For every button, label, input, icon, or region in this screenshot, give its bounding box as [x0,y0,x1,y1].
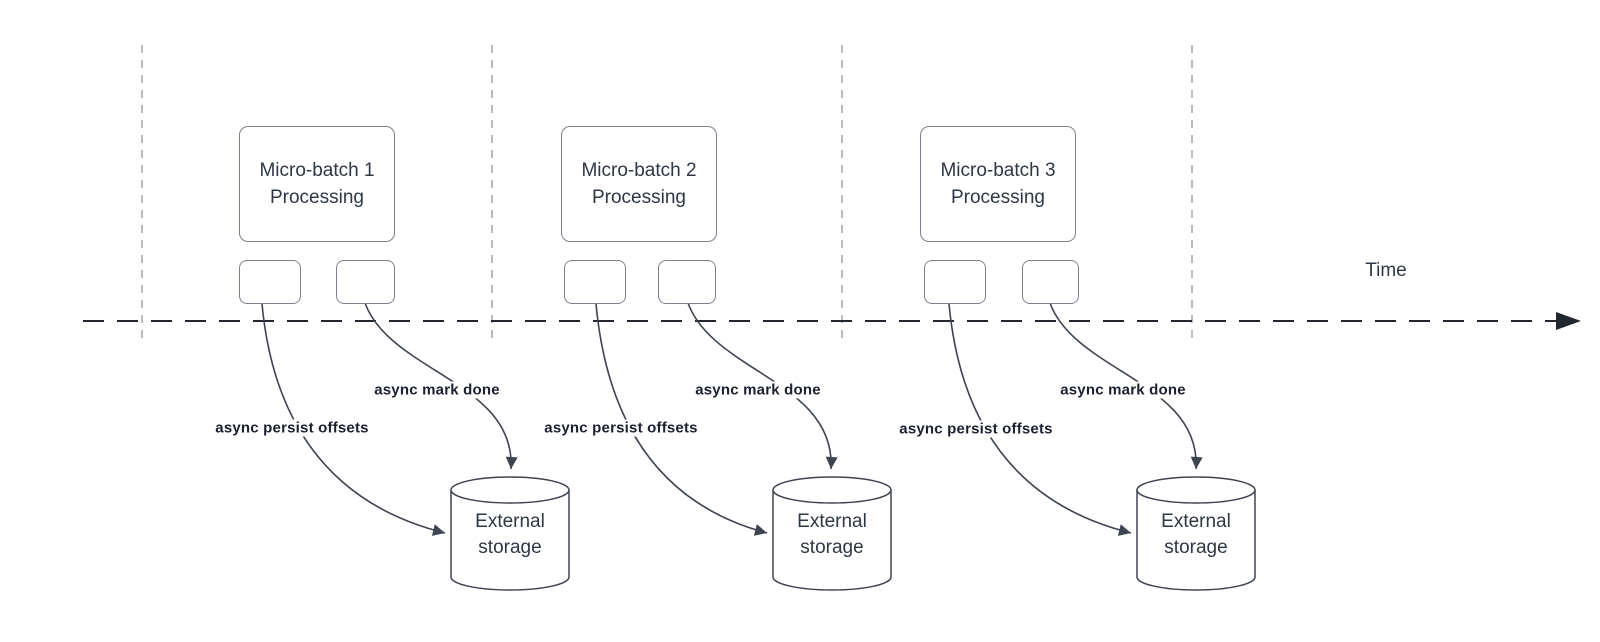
external-storage-label-3: External storage [1161,511,1231,558]
external-storage-label-2: External storage [797,511,867,558]
mini-box-done-3 [1022,260,1079,304]
micro-batch-3-processing-box: Micro-batch 3 Processing [920,126,1076,242]
storage-cylinder-2 [772,476,892,591]
time-axis-label: Time [1365,260,1407,281]
persist-offsets-label-2: async persist offsets [541,419,701,437]
mini-box-done-1 [336,260,395,304]
persist-offsets-arrow-3 [948,303,1132,536]
mark-done-label-2: async mark done [692,381,824,399]
persist-offsets-label-1: async persist offsets [212,419,372,437]
mark-done-label-1: async mark done [371,381,503,399]
micro-batch-1-processing-box: Micro-batch 1 Processing [239,126,395,242]
persist-offsets-arrow-1 [261,303,446,536]
storage-cylinder-1 [450,476,570,591]
persist-offsets-arrow-2 [595,303,768,536]
mark-done-arrow-1 [364,302,518,470]
micro-batch-1-processing-label: Micro-batch 1 Processing [259,160,375,208]
mark-done-arrow-3 [1049,302,1203,470]
micro-batch-3-processing-label: Micro-batch 3 Processing [940,160,1056,208]
micro-batch-2-processing-box: Micro-batch 2 Processing [561,126,717,242]
mini-box-done-2 [658,260,716,304]
storage-cylinder-3 [1136,476,1256,591]
mini-box-offsets-2 [564,260,626,304]
mini-box-offsets-1 [239,260,301,304]
external-storage-label-1: External storage [475,511,545,558]
mark-done-arrow-2 [687,302,838,470]
mini-box-offsets-3 [924,260,986,304]
mark-done-label-3: async mark done [1057,381,1189,399]
time-axis-arrowhead-icon [1556,312,1581,330]
persist-offsets-label-3: async persist offsets [896,420,1056,438]
micro-batch-2-processing-label: Micro-batch 2 Processing [581,160,697,208]
